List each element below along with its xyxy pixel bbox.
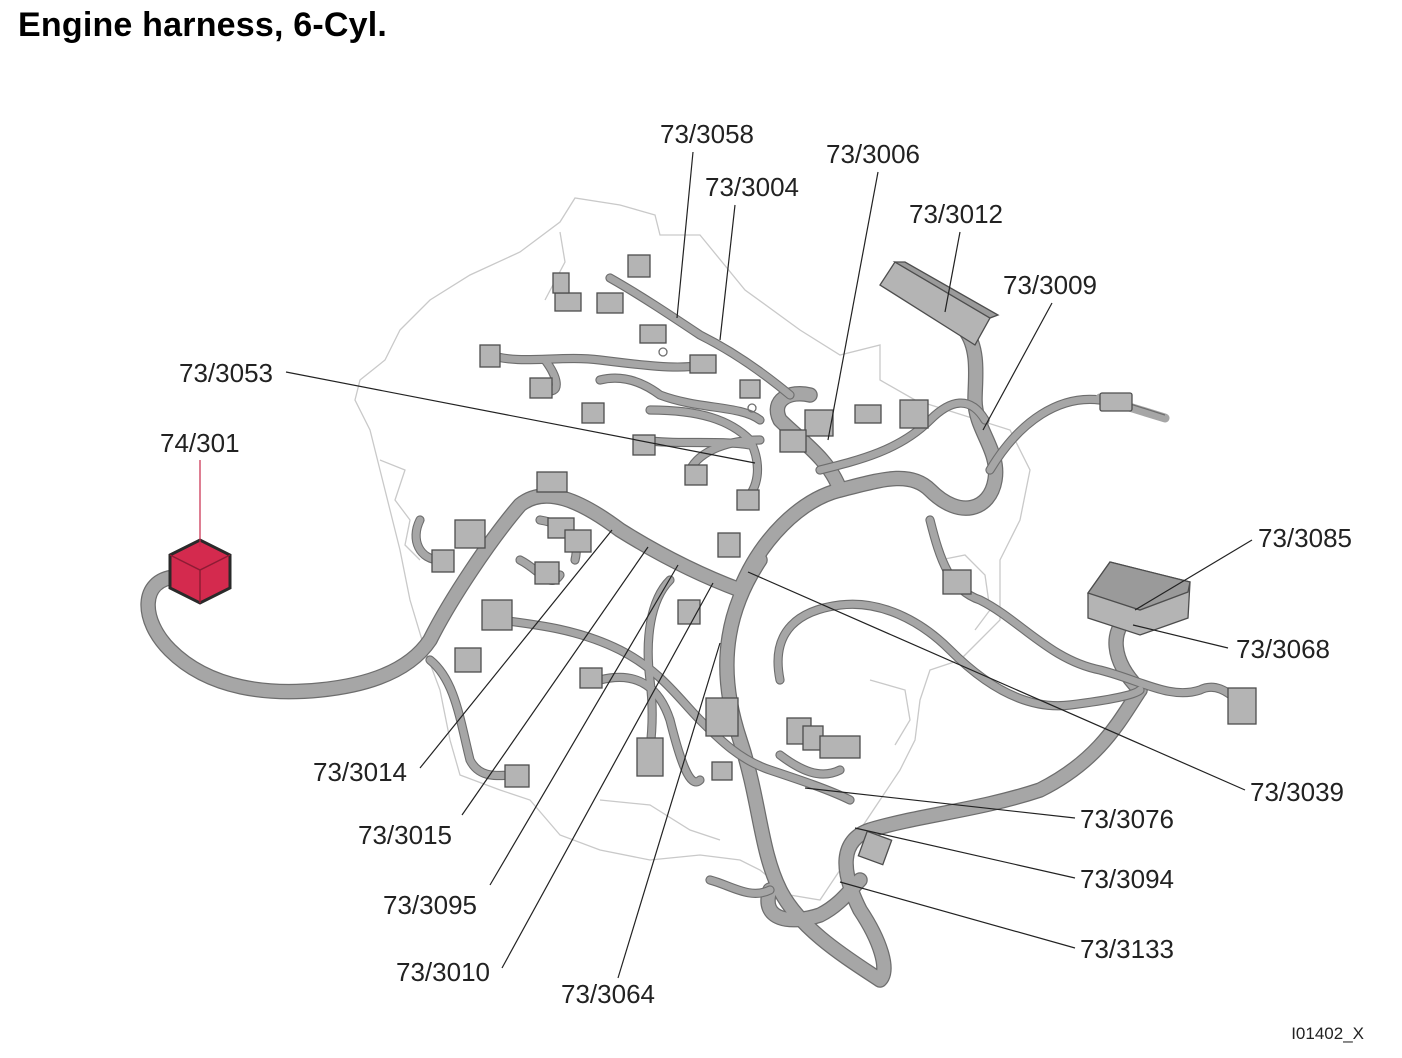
- image-code: I01402_X: [1291, 1024, 1364, 1043]
- label-73-3064: 73/3064: [561, 979, 655, 1009]
- label-73-3068: 73/3068: [1236, 634, 1330, 664]
- label-73-3085: 73/3085: [1258, 523, 1352, 553]
- label-73-3004: 73/3004: [705, 172, 799, 202]
- label-73-3012: 73/3012: [909, 199, 1003, 229]
- label-73-3014: 73/3014: [313, 757, 407, 787]
- label-73-3006: 73/3006: [826, 139, 920, 169]
- connectors: [431, 254, 1257, 866]
- harness-cables: [140, 273, 1250, 988]
- label-73-3015: 73/3015: [358, 820, 452, 850]
- label-73-3053: 73/3053: [179, 358, 273, 388]
- label-73-3009: 73/3009: [1003, 270, 1097, 300]
- label-73-3095: 73/3095: [383, 890, 477, 920]
- label-74-301: 74/301: [160, 428, 240, 458]
- label-73-3010: 73/3010: [396, 957, 490, 987]
- label-73-3058: 73/3058: [660, 119, 754, 149]
- leader-lines: [199, 151, 1253, 979]
- label-73-3076: 73/3076: [1080, 804, 1174, 834]
- engine-outline: [354, 197, 1031, 901]
- label-73-3133: 73/3133: [1080, 934, 1174, 964]
- label-73-3039: 73/3039: [1250, 777, 1344, 807]
- module-74-301-highlighted[interactable]: [168, 538, 232, 605]
- label-73-3094: 73/3094: [1080, 864, 1174, 894]
- page-title: Engine harness, 6-Cyl.: [18, 6, 388, 44]
- callout-labels: 73/3058 73/3004 73/3006 73/3012 73/3009 …: [160, 119, 1352, 1009]
